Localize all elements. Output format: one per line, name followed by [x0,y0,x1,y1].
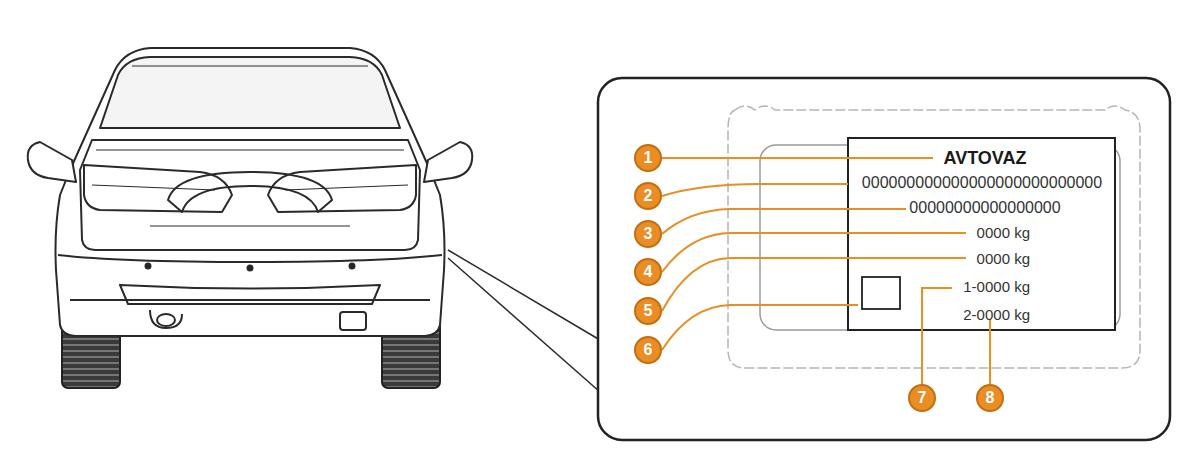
plate-field: 2-0000 kg [963,307,1030,322]
callout-number: 5 [634,297,662,325]
callout-number: 3 [634,220,662,248]
stamp-square [862,277,900,309]
callout-number: 2 [634,182,662,210]
callout-number: 6 [634,336,662,364]
leader-lines [662,158,990,384]
plate-field: 1-0000 kg [963,279,1030,294]
id-plate: AVTOVAZ000000000000000000000000000000000… [848,138,1115,330]
callout-number: 1 [634,144,662,172]
callout-number: 7 [908,384,936,412]
plate-field: 000000000000000000000000000 [862,175,1102,191]
manufacturer-name: AVTOVAZ [943,149,1026,167]
callout-number: 4 [634,258,662,286]
zoom-line [448,250,600,340]
car-rear [28,48,473,388]
zoom-panel [598,78,1170,440]
body-panel-outline [728,106,1140,368]
plate-field: 0000 kg [977,251,1030,266]
callout-number: 8 [976,384,1004,412]
plate-field: 0000 kg [977,225,1030,240]
plate-field: 00000000000000000 [909,200,1060,216]
zoom-line [448,258,600,392]
